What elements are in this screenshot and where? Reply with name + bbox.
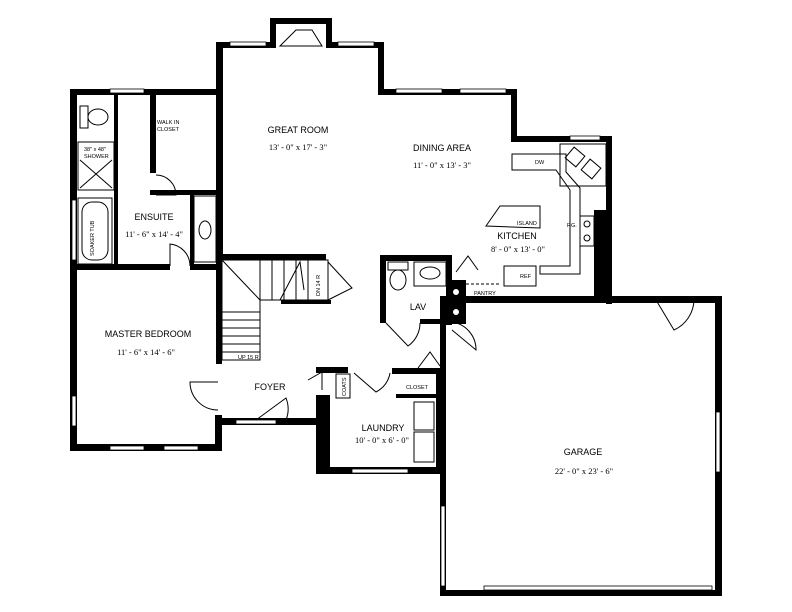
pantry-label: PANTRY <box>474 291 496 297</box>
master-bedroom-dims: 11' - 6" x 14' - 6" <box>117 347 175 357</box>
kitchen-name: KITCHEN <box>497 231 537 241</box>
fixture-labels: WALK IN CLOSET 38" x 48" SHOWER SOAKER T… <box>84 120 577 396</box>
shower-label: SHOWER <box>84 154 109 160</box>
shower-icon <box>77 141 115 191</box>
ensuite-dims: 11' - 6" x 14' - 4" <box>125 229 183 239</box>
garage-dims: 22' - 0" x 23' - 6" <box>555 466 613 476</box>
walk-in-closet-label-1: WALK IN <box>157 120 179 126</box>
dryer-icon <box>413 431 435 463</box>
foyer-name: FOYER <box>254 382 286 392</box>
stair-down-label: DN 14 R <box>316 275 322 296</box>
soaker-tub-label: SOAKER TUB <box>90 220 96 256</box>
kitchen-dims: 8' - 0" x 13' - 0" <box>491 244 545 254</box>
great-room-dims: 13' - 0" x 17' - 3" <box>269 142 327 152</box>
stair-up-label: UP 15 R <box>238 355 259 361</box>
refrigerator-label: REF <box>520 274 532 280</box>
sink-icon <box>564 146 586 168</box>
ensuite-name: ENSUITE <box>134 212 173 222</box>
closet-label: CLOSET <box>406 385 429 391</box>
fixtures <box>77 105 607 463</box>
shower-size-label: 38" x 48" <box>84 147 106 153</box>
garage-name: GARAGE <box>564 447 603 457</box>
laundry-name: LAUNDRY <box>362 423 405 433</box>
bathtub-icon <box>77 197 113 265</box>
toilet-icon <box>389 269 407 291</box>
refrigerator-icon <box>503 265 537 287</box>
range-icon <box>579 215 595 247</box>
windows <box>71 41 721 591</box>
walk-in-closet-label-2: CLOSET <box>157 127 180 133</box>
sink-icon <box>198 220 212 240</box>
lav-name: LAV <box>410 302 426 312</box>
master-bedroom-name: MASTER BEDROOM <box>105 329 192 339</box>
island-icon <box>485 205 541 229</box>
great-room-name: GREAT ROOM <box>268 125 329 135</box>
staircase <box>221 259 353 361</box>
washer-icon <box>413 401 435 431</box>
range-label: RG. <box>567 223 577 229</box>
toilet-icon <box>87 108 109 126</box>
toilet-tank-icon <box>79 105 89 129</box>
toilet-tank-icon <box>387 261 409 271</box>
dining-area-dims: 11' - 0" x 13' - 3" <box>413 160 471 170</box>
walls <box>70 18 722 596</box>
coats-label: COATS <box>342 377 348 396</box>
island-label: ISLAND <box>517 221 537 227</box>
room-labels: GREAT ROOM 13' - 0" x 17' - 3" DINING AR… <box>105 125 613 476</box>
dishwasher-label: DW <box>535 160 545 166</box>
dining-area-name: DINING AREA <box>413 143 471 153</box>
laundry-dims: 10' - 0" x 6' - 0" <box>355 435 409 445</box>
sink-icon <box>419 266 441 280</box>
doors <box>155 174 695 421</box>
